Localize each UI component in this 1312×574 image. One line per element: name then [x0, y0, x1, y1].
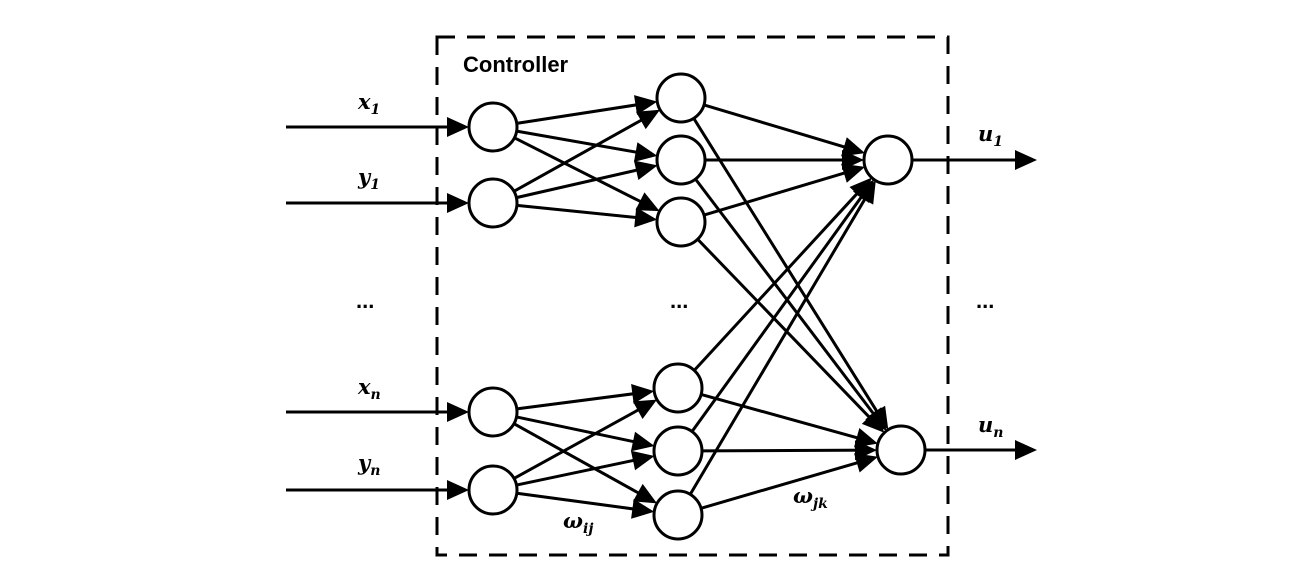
edge-input1-hidden2: [516, 203, 652, 221]
edge-hidden2-output0-arrowhead: [841, 163, 866, 183]
edge-hidden2-output1-arrowhead: [861, 409, 885, 433]
hidden-node-3: [652, 362, 704, 414]
edge-input3-hidden3: [513, 401, 653, 480]
edge-input2-hidden5-arrowhead: [632, 483, 658, 504]
edge-hidden1-output1: [694, 178, 885, 428]
edge-hidden0-output0: [703, 103, 860, 153]
input-node-1: [467, 177, 519, 229]
hidden-node-0: [655, 72, 707, 124]
edge-input3-hidden5: [516, 491, 649, 513]
edge-input3-hidden3-arrowhead: [632, 399, 657, 419]
edge-hidden4-output0: [690, 183, 872, 433]
controller-title: Controller: [463, 52, 569, 77]
input-arrow-0-arrowhead: [447, 117, 469, 137]
input-label-y1: y1: [357, 164, 380, 193]
input-arrow-1-arrowhead: [447, 193, 469, 213]
controller-boundary-box: [435, 35, 950, 557]
output-node-1: [875, 424, 927, 476]
output-arrow-0-arrowhead: [1015, 150, 1037, 170]
ellipsis-hidden: ...: [670, 288, 688, 313]
edge-hidden5-output1-arrowhead: [854, 453, 878, 473]
hidden-node-5: [652, 489, 704, 541]
edge-input0-hidden1: [516, 129, 652, 157]
hidden-node-2: [655, 196, 707, 248]
weight-label-wjk: ωjk: [793, 483, 828, 512]
edge-input1-hidden2-arrowhead: [634, 207, 658, 228]
edge-hidden2-output0: [703, 167, 860, 217]
edge-hidden3-output1: [700, 392, 873, 444]
edge-hidden3-output0: [693, 181, 869, 372]
edge-input0-hidden2-arrowhead: [635, 192, 660, 212]
edge-hidden0-output1: [692, 117, 887, 426]
edge-input2-hidden3-arrowhead: [631, 384, 655, 404]
edge-input1-hidden1: [516, 165, 653, 200]
input-arrow-2-arrowhead: [447, 402, 469, 422]
input-label-yn: yn: [357, 450, 380, 479]
output-label-u1: u1: [978, 121, 1003, 150]
edge-input3-hidden4-arrowhead: [630, 450, 655, 471]
ellipsis-outputs: ...: [976, 288, 994, 313]
edge-input0-hidden0-arrowhead: [634, 95, 658, 115]
edge-hidden5-output1: [700, 456, 873, 510]
edge-input1-hidden0-arrowhead: [635, 109, 661, 130]
input-label-x1: x1: [357, 89, 380, 118]
input-label-xn: xn: [357, 374, 381, 403]
weight-label-wij: ωij: [563, 508, 593, 537]
edge-hidden4-output1: [701, 448, 872, 453]
edge-hidden0-output0-arrowhead: [841, 137, 866, 157]
arrowheads: [447, 95, 1037, 519]
edge-input2-hidden3: [516, 390, 649, 411]
edge-input2-hidden4-arrowhead: [630, 431, 655, 452]
edge-input3-hidden5-arrowhead: [631, 498, 655, 519]
input-node-2: [467, 386, 519, 438]
edge-input1-hidden0: [513, 111, 656, 193]
edge-input1-hidden1-arrowhead: [633, 160, 658, 181]
edge-input0-hidden2: [513, 136, 655, 210]
hidden-node-1: [655, 134, 707, 186]
input-node-3: [467, 464, 519, 516]
edge-input2-hidden4: [516, 415, 649, 447]
connection-edges: [286, 101, 1020, 513]
edge-input3-hidden4: [516, 455, 649, 487]
neuron-nodes: [467, 72, 927, 541]
output-arrow-1-arrowhead: [1015, 440, 1037, 460]
ellipsis-inputs: ...: [356, 288, 374, 313]
edge-input2-hidden5: [513, 422, 653, 502]
hidden-node-4: [652, 425, 704, 477]
output-node-0: [862, 134, 914, 186]
edge-hidden2-output1: [696, 238, 882, 430]
input-arrow-3-arrowhead: [447, 480, 469, 500]
input-node-0: [467, 101, 519, 153]
edge-hidden5-output0-arrowhead: [855, 180, 876, 205]
edge-input0-hidden1-arrowhead: [633, 142, 658, 162]
edge-input0-hidden0: [516, 101, 652, 125]
output-label-un: un: [978, 412, 1003, 441]
edge-hidden5-output0: [688, 185, 875, 496]
